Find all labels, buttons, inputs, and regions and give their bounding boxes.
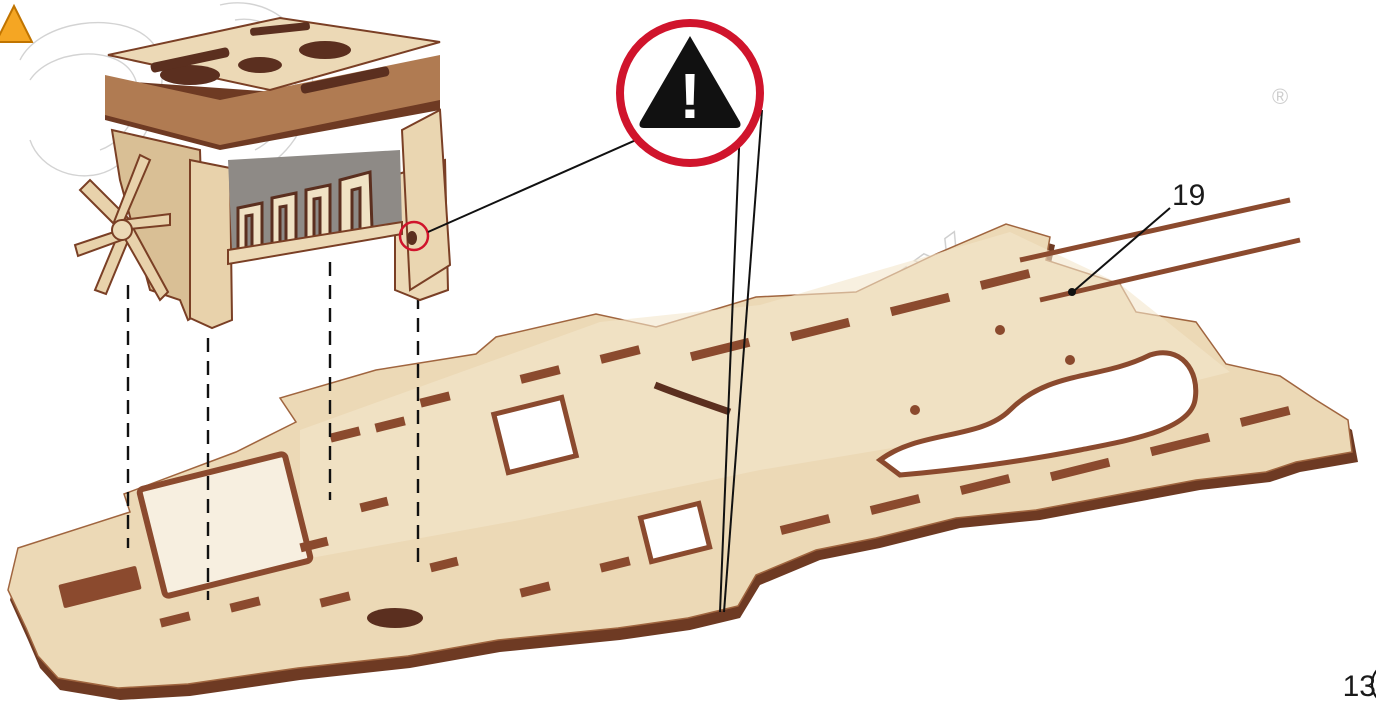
warning-exclamation: ! — [679, 60, 700, 132]
step-number-badge: 13 — [1343, 662, 1376, 704]
part-label-anchor-dot — [1068, 288, 1076, 296]
part-label: 19 — [1172, 179, 1205, 212]
part-label-leader — [1075, 208, 1170, 290]
pin-hole — [407, 231, 417, 245]
box-right-panel — [402, 110, 450, 290]
watermark-registered-mark: ® — [1272, 84, 1288, 109]
step-number: 13 — [1343, 670, 1376, 703]
box-front-left-leg — [190, 160, 232, 328]
leader-to-pin-hole — [428, 140, 636, 232]
corner-warning-triangle-icon — [0, 6, 32, 42]
gear-box-module — [75, 18, 450, 328]
warning-badge: ! — [620, 23, 760, 163]
